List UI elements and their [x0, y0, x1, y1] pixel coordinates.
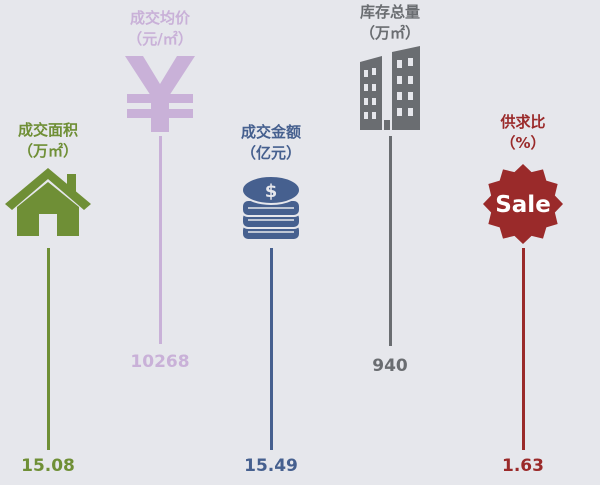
- svg-text:$: $: [265, 181, 278, 202]
- ratio-label: 供求比 （%）: [500, 112, 545, 154]
- house-icon: [5, 168, 91, 236]
- stock-label: 库存总量 （万㎡）: [360, 2, 420, 44]
- ratio-unit: （%）: [500, 134, 546, 152]
- price-label: 成交均价 （元/㎡）: [127, 8, 192, 50]
- price-stem: [158, 136, 162, 344]
- amount-unit: （亿元）: [240, 144, 302, 162]
- amount-stem: [269, 248, 273, 450]
- stock-value: 940: [372, 356, 408, 376]
- price-value: 10268: [130, 352, 190, 372]
- coin-stack-icon: $: [241, 175, 301, 241]
- ratio-stem: [521, 248, 525, 450]
- stock-title: 库存总量: [359, 3, 421, 21]
- area-label: 成交面积 （万㎡）: [18, 120, 78, 162]
- area-value: 15.08: [21, 456, 75, 476]
- ratio-value: 1.63: [502, 456, 544, 476]
- amount-label: 成交金额 （亿元）: [241, 122, 301, 164]
- amount-title: 成交金额: [240, 123, 302, 141]
- price-unit: （元/㎡）: [127, 30, 193, 48]
- buildings-icon: [360, 46, 420, 130]
- amount-value: 15.49: [244, 456, 298, 476]
- price-title: 成交均价: [129, 9, 191, 27]
- area-title: 成交面积: [17, 121, 79, 139]
- stock-stem: [388, 136, 392, 346]
- ratio-title: 供求比: [500, 113, 546, 131]
- area-unit: （万㎡）: [17, 142, 79, 160]
- yen-icon: [125, 56, 195, 132]
- stock-unit: （万㎡）: [359, 24, 421, 42]
- sale-badge-icon: Sale: [483, 164, 563, 244]
- sale-badge-text: Sale: [495, 192, 551, 218]
- area-stem: [46, 248, 50, 450]
